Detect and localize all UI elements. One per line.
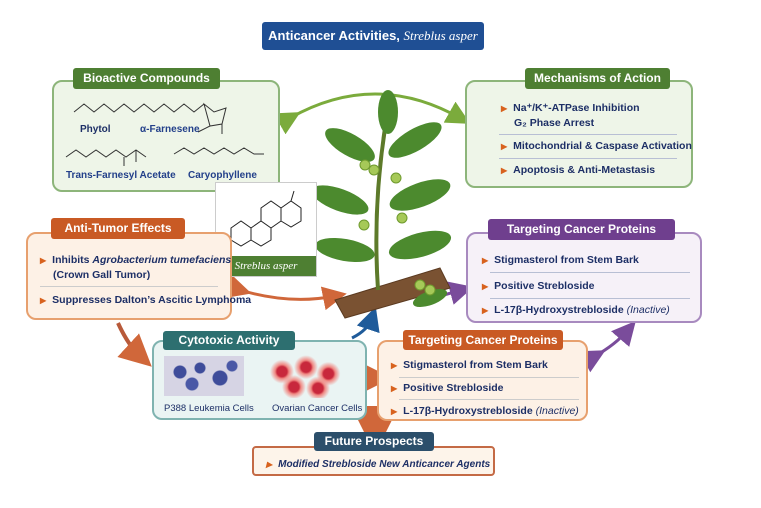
streblus-structure-card: Streblus asper xyxy=(215,182,317,277)
target-item: ▶Stigmasterol from Stem Bark xyxy=(482,254,639,266)
mechanism-item: ▶Apoptosis & Anti-Metastasis xyxy=(501,164,656,176)
structure-label: Streblus asper xyxy=(216,256,316,276)
target-item: ▶L-17β-Hydroxystrebloside (Inactive) xyxy=(482,304,670,316)
mechanism-item: ▶Mitochondrial & Caspase Activation xyxy=(501,140,692,152)
anti-tumor-panel: ▶Inhibits Agrobacterium tumefaciens (Cro… xyxy=(26,232,251,320)
targeting-header-orange: Targeting Cancer Proteins xyxy=(403,330,563,350)
plant-illustration xyxy=(311,90,452,319)
future-header: Future Prospects xyxy=(314,432,434,451)
future-item: ▶Modified Strebloside New Anticancer Age… xyxy=(266,459,491,470)
bioactive-compounds-panel: Phytol α-Farnesene Trans-Farnesyl Acetat… xyxy=(52,80,280,192)
compound-alpha-farnesene: α-Farnesene xyxy=(140,124,200,135)
cytotoxic-panel: P388 Leukemia Cells Ovarian Cancer Cells xyxy=(152,340,367,420)
targeting-header-purple: Targeting Cancer Proteins xyxy=(488,219,675,240)
mechanisms-panel: ▶Na⁺/K⁺-ATPase Inhibition G₂ Phase Arres… xyxy=(465,80,693,188)
mechanisms-header: Mechanisms of Action xyxy=(525,68,670,89)
target-item: ▶L-17β-Hydroxystrebloside (Inactive) xyxy=(391,405,579,417)
cytotoxic-header: Cytotoxic Activity xyxy=(163,331,295,350)
arrow-bioactive-mechanisms xyxy=(273,92,471,135)
compound-phytol: Phytol xyxy=(80,124,111,135)
cell-label-ovarian: Ovarian Cancer Cells xyxy=(272,403,363,414)
targeting-proteins-panel-orange: ▶Stigmasterol from Stem Bark ▶Positive S… xyxy=(377,340,588,421)
arrow-targeting-targeting xyxy=(578,320,636,373)
compound-trans-farnesyl-acetate: Trans-Farnesyl Acetate xyxy=(66,170,176,181)
molecule-structures-icon xyxy=(65,102,264,166)
targeting-proteins-panel-purple: ▶Stigmasterol from Stem Bark ▶Positive S… xyxy=(466,232,702,323)
arrow-antitumor-plant xyxy=(225,275,347,311)
arrow-cytotoxic-plant xyxy=(351,306,380,340)
target-item: ▶Stigmasterol from Stem Bark xyxy=(391,359,548,371)
steroid-structure-icon xyxy=(230,190,302,247)
anti-tumor-item-line2: (Crown Gall Tumor) xyxy=(53,269,151,281)
compound-caryophyllene: Caryophyllene xyxy=(188,170,257,181)
title-text: Anticancer Activities, xyxy=(268,28,400,43)
mechanism-item: ▶Na⁺/K⁺-ATPase Inhibition xyxy=(501,102,640,114)
cell-label-p388: P388 Leukemia Cells xyxy=(164,403,254,414)
anti-tumor-header: Anti-Tumor Effects xyxy=(51,218,185,239)
page-title: Anticancer Activities, Streblus asper xyxy=(262,22,484,50)
arrow-antitumor-cytotoxic xyxy=(116,322,152,367)
target-item: ▶Positive Strebloside xyxy=(482,280,595,292)
target-item: ▶Positive Strebloside xyxy=(391,382,504,394)
anti-tumor-item: ▶Inhibits Agrobacterium tumefaciens xyxy=(40,254,232,266)
title-species: Streblus asper xyxy=(403,28,478,43)
leukemia-cells-image xyxy=(164,356,244,396)
anti-tumor-item: ▶Suppresses Dalton’s Ascitic Lymphoma xyxy=(40,294,252,306)
mechanism-item-line2: G₂ Phase Arrest xyxy=(514,117,595,129)
ovarian-cells-image xyxy=(266,354,346,398)
bioactive-header: Bioactive Compounds xyxy=(73,68,220,89)
